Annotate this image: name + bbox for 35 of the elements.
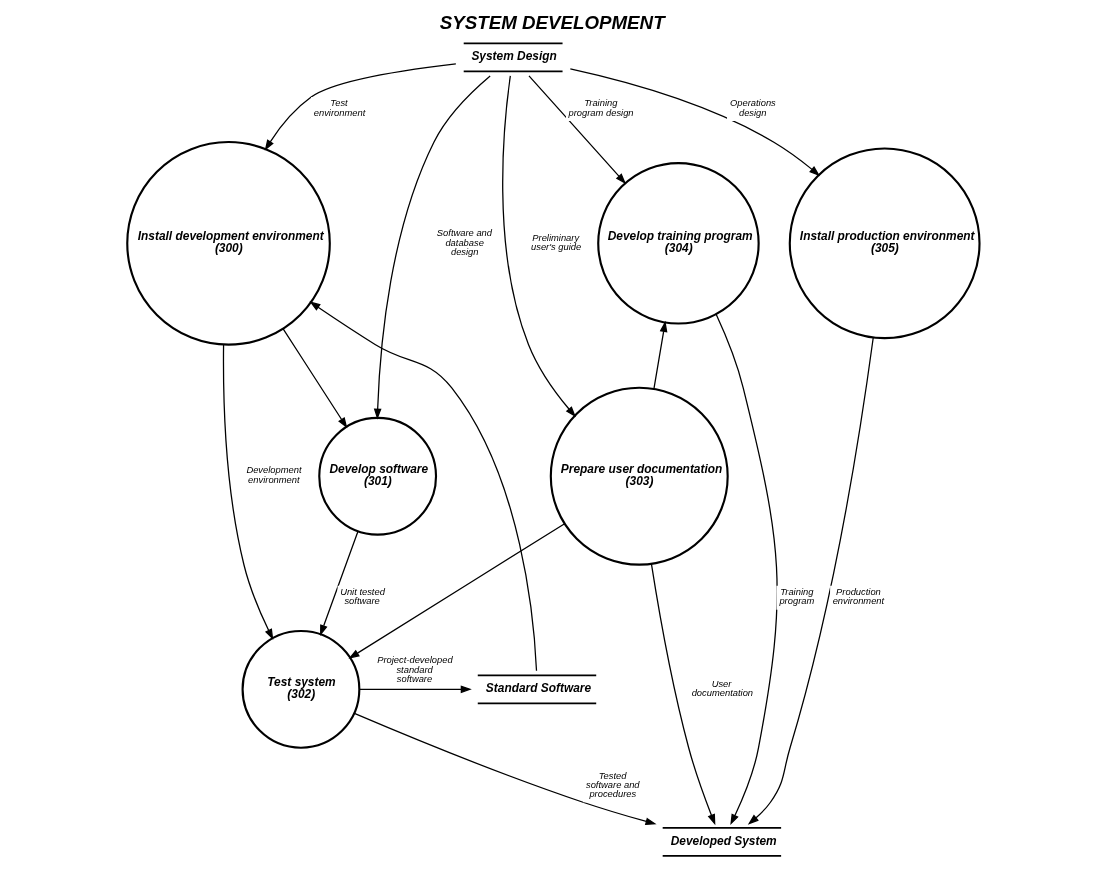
arrow <box>282 327 348 429</box>
arrow <box>650 563 716 826</box>
edge-label: Software and database design <box>436 228 493 258</box>
arrow <box>528 75 627 185</box>
edge-label: User documentation <box>691 678 754 698</box>
node-circle: Prepare user documentation (303) <box>549 386 729 566</box>
node-text: Standard Software <box>485 681 592 696</box>
arrow <box>320 530 359 636</box>
arrow <box>264 63 457 151</box>
edge-label: Development environment <box>246 465 302 485</box>
diagram-title: SYSTEM DEVELOPMENT <box>439 12 665 34</box>
arrow <box>358 685 472 694</box>
arrow <box>502 75 576 418</box>
edge-label: Test environment <box>313 98 366 118</box>
arrow <box>353 712 657 826</box>
edge-label: Training program design <box>568 98 634 118</box>
arrow <box>348 523 566 659</box>
node-circle: Install production environment (305) <box>788 147 981 340</box>
edge-label: Operations design <box>729 98 776 118</box>
edge-label: Training program <box>779 587 815 607</box>
edge-label: Preliminary user's guide <box>531 232 582 252</box>
edge-label: Project-developed standard software <box>377 655 453 684</box>
arrow <box>569 68 821 177</box>
edge-label: Tested software and procedures <box>585 770 640 800</box>
node-circle: Develop training program (304) <box>597 162 760 325</box>
arrow <box>715 313 778 826</box>
arrow <box>373 75 491 420</box>
edge-label: Unit tested software <box>340 587 385 607</box>
arrow <box>653 320 668 390</box>
arrow <box>747 337 874 825</box>
edge-label: Production environment <box>832 587 885 607</box>
arrow <box>309 301 538 672</box>
node-text: Developed System <box>670 833 777 848</box>
arrow <box>222 343 274 640</box>
node-text: System Design <box>471 49 557 64</box>
